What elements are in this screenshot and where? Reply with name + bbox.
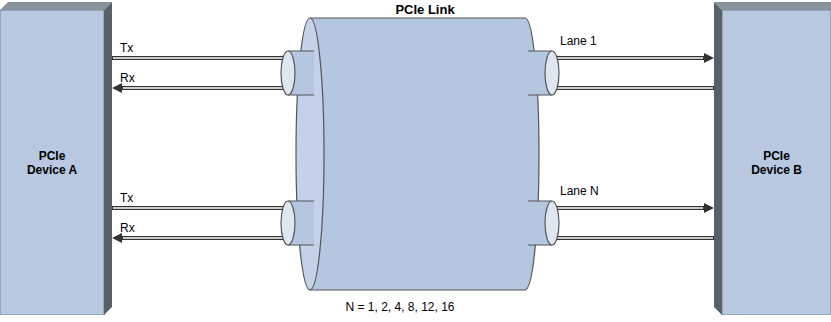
device-name: PCIe Device B: [745, 149, 809, 177]
lane-label: Lane N: [560, 184, 599, 198]
lane-tube: [281, 201, 314, 245]
device-box: PCIe Device A: [0, 2, 112, 315]
signal-name: Rx: [120, 71, 135, 85]
lane-tube: [528, 201, 559, 245]
lane-count-note: N = 1, 2, 4, 8, 12, 16: [345, 300, 454, 314]
device-face: PCIe Device B: [722, 10, 831, 315]
cylinder-body: [310, 18, 525, 290]
signal-name: Rx: [120, 221, 135, 235]
cylinder-edge: [310, 18, 525, 290]
device-box: PCIe Device B: [714, 2, 831, 315]
device-face: PCIe Device A: [0, 10, 104, 315]
lane-tube: [281, 51, 314, 95]
signal-name: Tx: [120, 191, 133, 205]
lane-tube: [528, 51, 559, 95]
lane-label: Lane 1: [560, 34, 597, 48]
signal-name: Tx: [120, 41, 133, 55]
link-title: PCIe Link: [395, 2, 454, 17]
device-name: PCIe Device A: [20, 149, 84, 177]
